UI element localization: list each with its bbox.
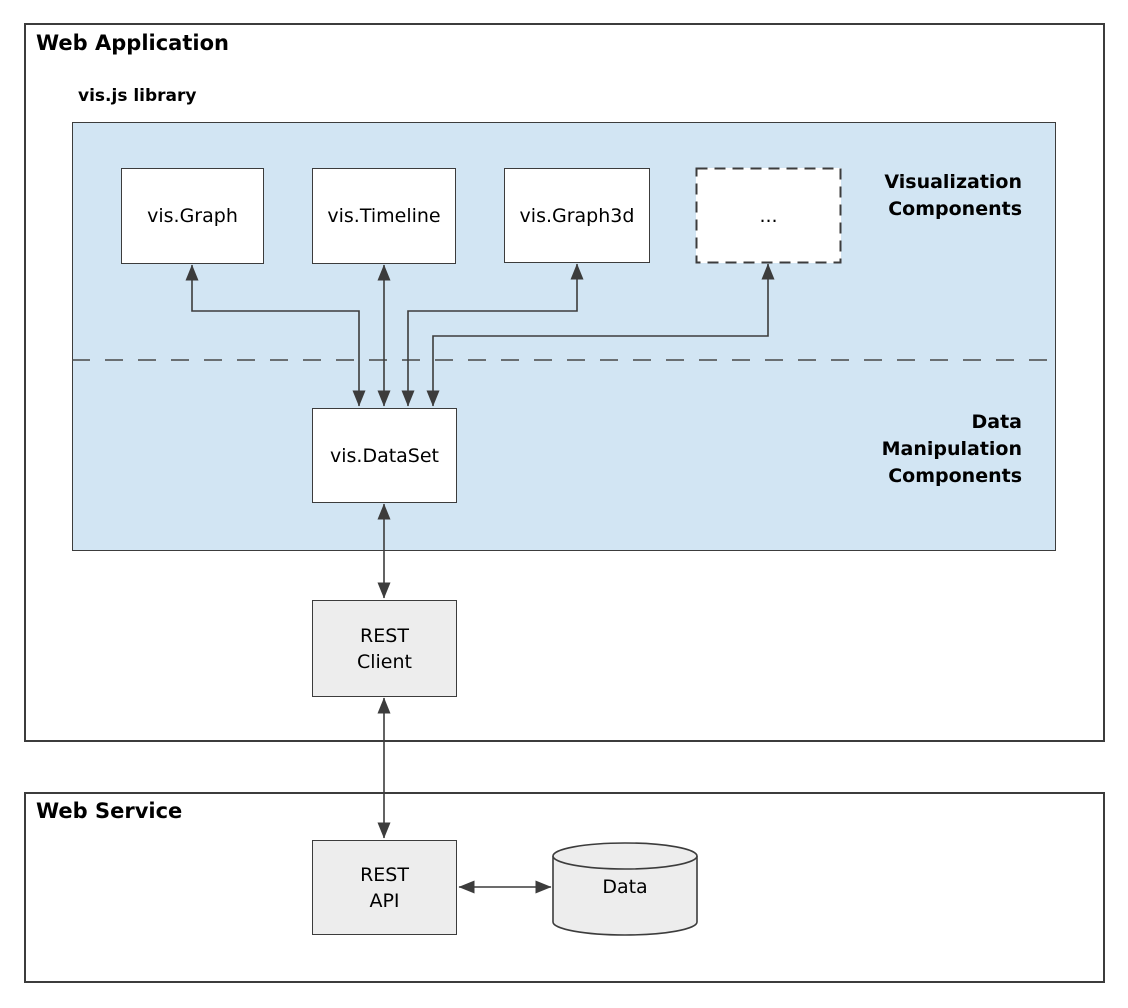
visjs-library-label: vis.js library: [78, 86, 197, 106]
node-vis-timeline: vis.Timeline: [312, 168, 456, 264]
node-vis-dataset: vis.DataSet: [312, 408, 457, 503]
visualization-components-label: Visualization Components: [884, 171, 1022, 220]
node-vis-graph: vis.Graph: [121, 168, 264, 264]
node-vis-graph3d: vis.Graph3d: [504, 168, 650, 263]
node-rest-api: REST API: [312, 840, 457, 935]
data-manipulation-components-label: Data Manipulation Components: [881, 411, 1022, 487]
data-store-label: Data: [602, 876, 648, 898]
web-service-title: Web Service: [36, 799, 183, 823]
node-rest-client: REST Client: [312, 600, 457, 697]
web-application-title: Web Application: [36, 31, 229, 55]
